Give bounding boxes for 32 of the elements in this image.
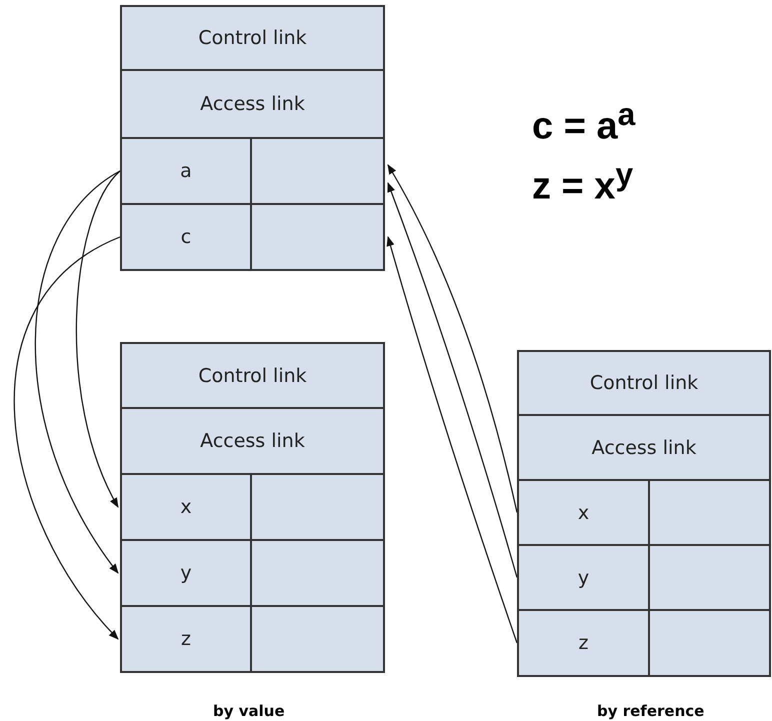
record-field: Access link [120,407,385,475]
caption: by value [213,702,285,720]
arrow [34,170,120,574]
arrow [387,182,518,578]
formula: z = x$^{y}$ [532,155,634,210]
caption: by reference [597,702,704,720]
value-slot [250,605,385,673]
record-field: x [517,479,650,546]
arrow [387,164,518,513]
record-field: z [517,609,650,677]
formula: c = a$^{a}$ [532,95,636,150]
record-field: c [120,203,252,271]
value-slot [250,473,385,541]
record-field: Access link [517,414,771,481]
value-slot [648,544,771,611]
record-field: x [120,473,252,541]
arrow [76,170,120,508]
value-slot [250,203,385,271]
value-slot [250,539,385,607]
arrow [386,236,518,644]
record-field: y [120,539,252,607]
record-field: z [120,605,252,673]
record-field: y [517,544,650,611]
value-slot [250,137,385,205]
arrow [14,236,120,640]
record-field: Control link [517,350,771,416]
value-slot [648,479,771,546]
value-slot [648,609,771,677]
record-field: a [120,137,252,205]
record-field: Control link [120,342,385,409]
record-field: Control link [120,5,385,71]
record-field: Access link [120,69,385,139]
